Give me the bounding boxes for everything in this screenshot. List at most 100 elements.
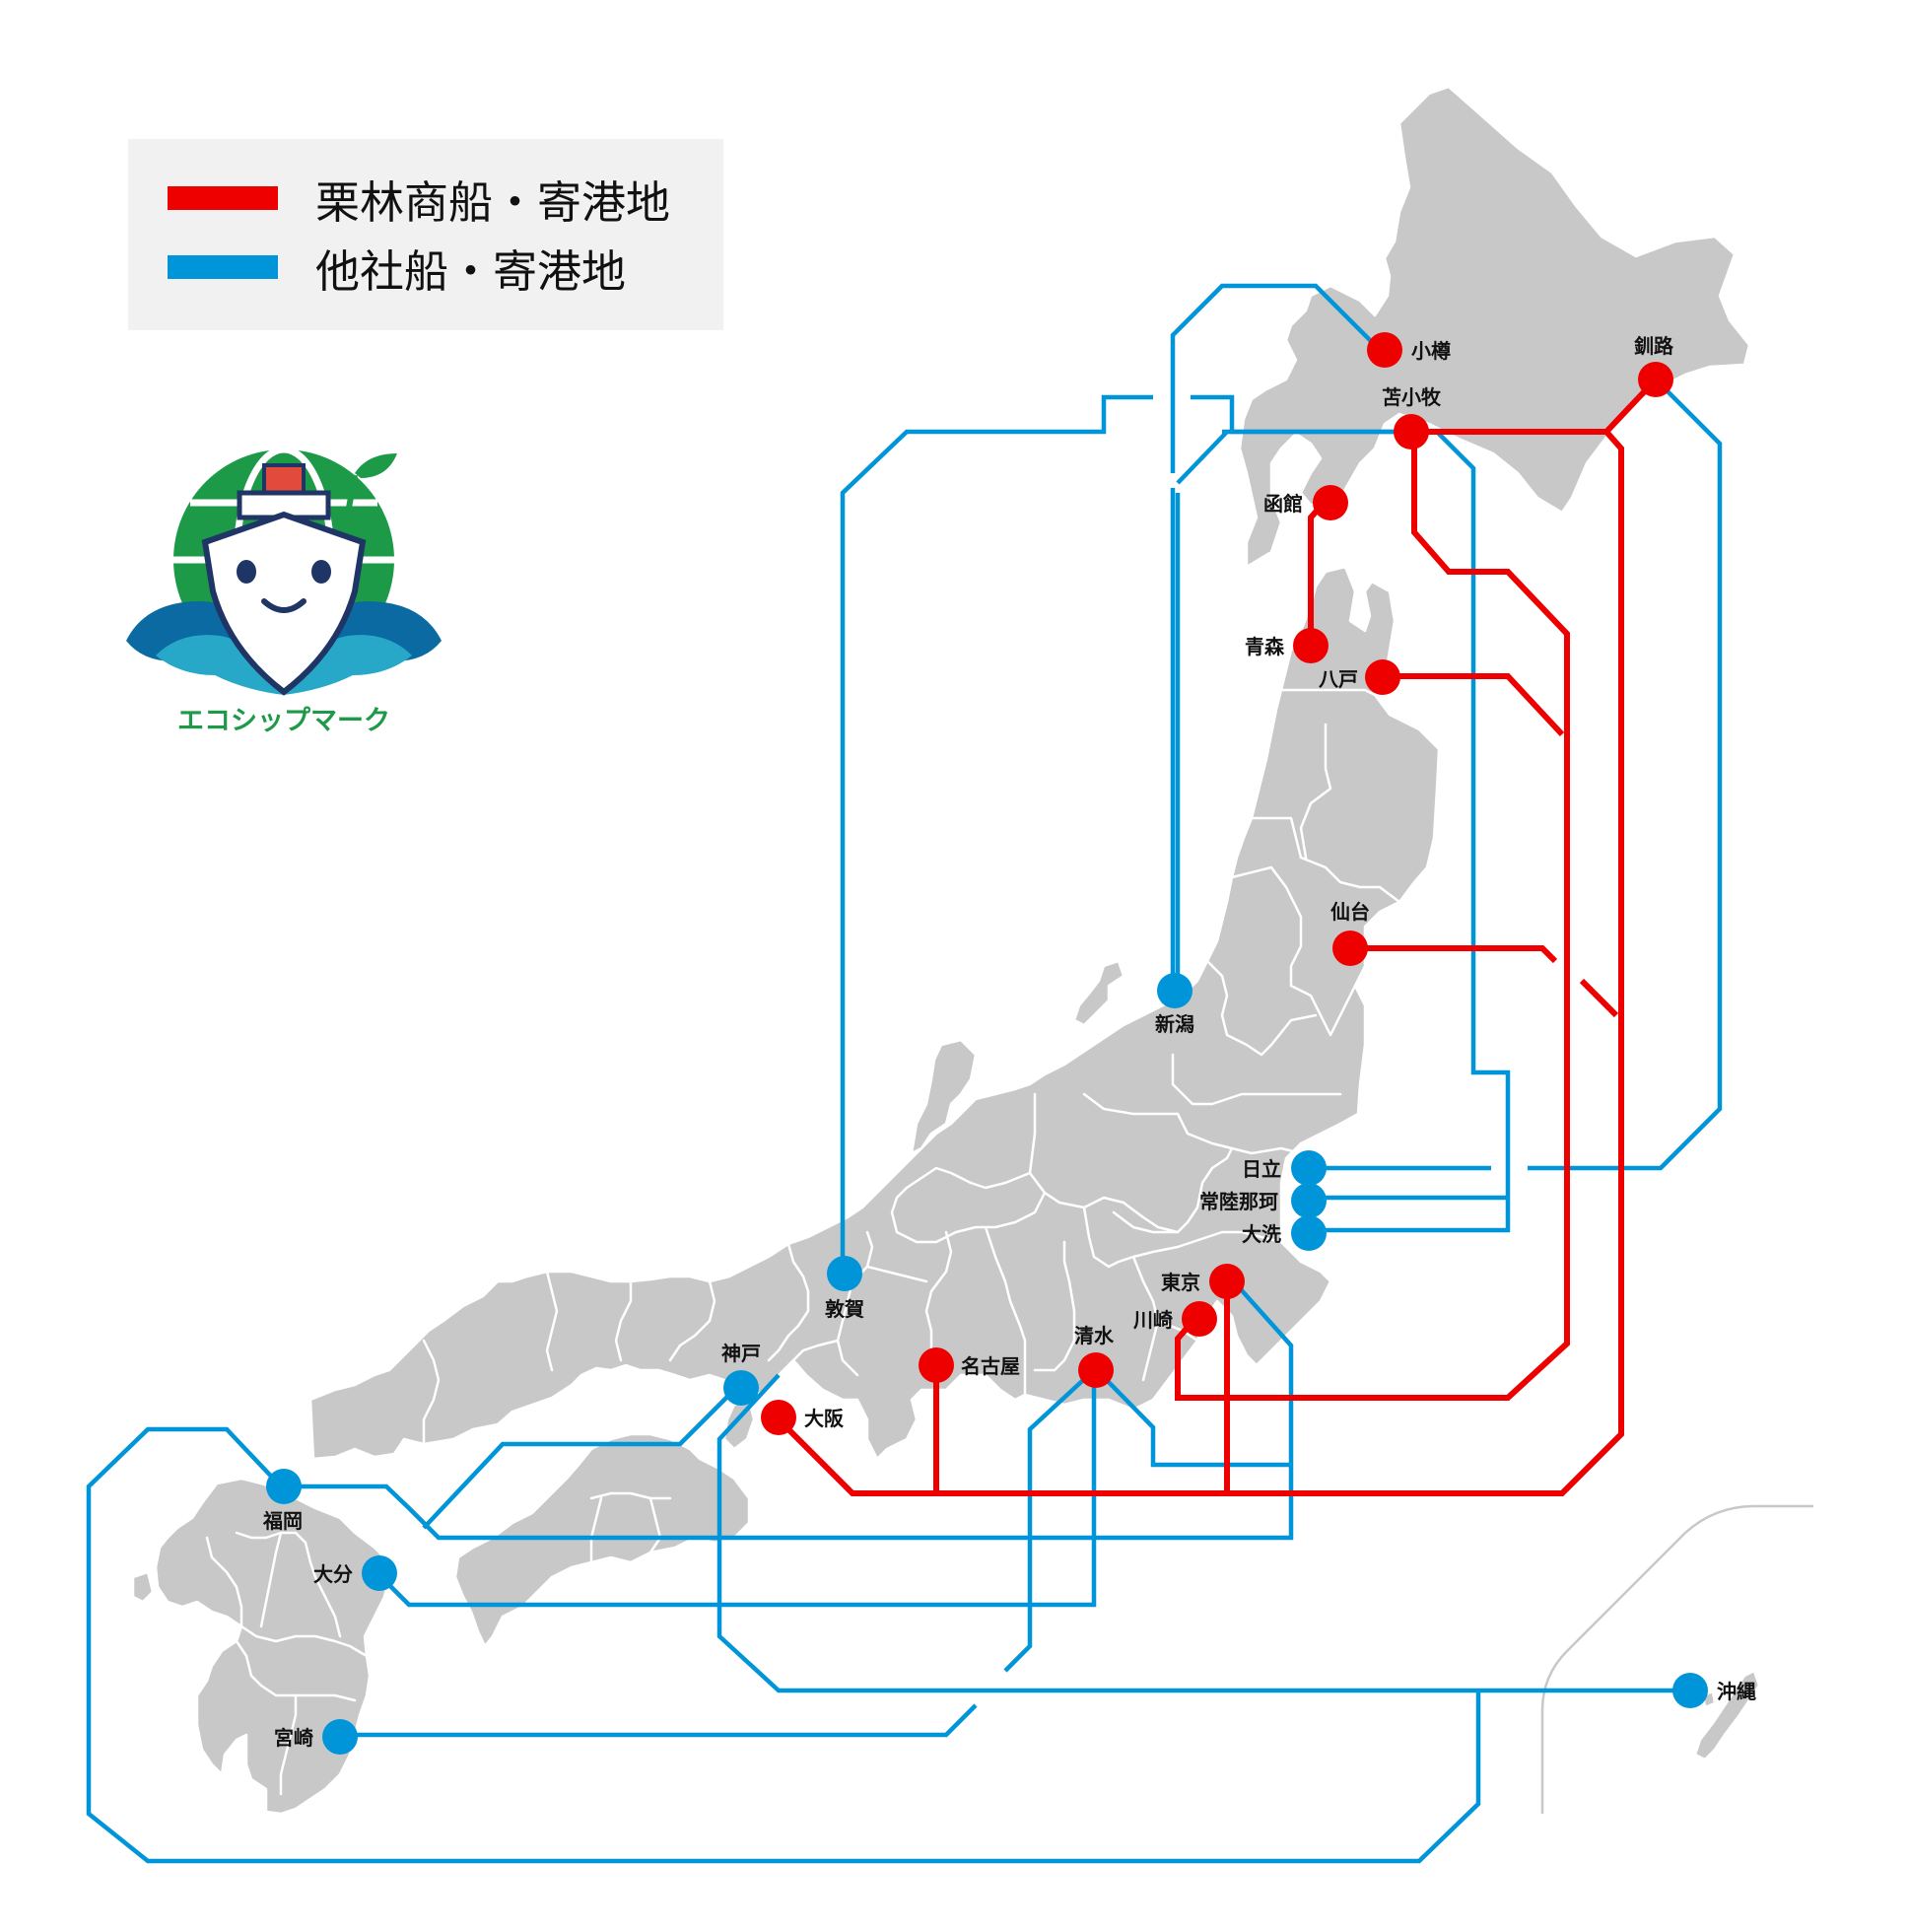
ports: 小樽 釧路 苫小牧 函館 青森 八戸 仙台 東京 川崎 清水 名古屋 大阪 新潟… [262, 332, 1756, 1755]
port-marker [1157, 973, 1192, 1008]
port-shimizu: 清水 [1074, 1324, 1115, 1388]
legend-swatch-red [168, 186, 278, 210]
port-label: 大分 [313, 1562, 353, 1586]
port-label: 仙台 [1330, 900, 1370, 924]
port-label: 苫小牧 [1382, 385, 1442, 409]
other-company-routes [86, 283, 1723, 1864]
port-miyazaki: 宮崎 [274, 1719, 358, 1755]
route-kushiro-hitachi [1306, 378, 1723, 1171]
port-osaka: 大阪 [761, 1400, 845, 1435]
honshu-tohoku [308, 565, 1441, 1461]
route-shimizu-miyazaki [340, 1368, 1096, 1738]
port-marker [362, 1555, 397, 1591]
port-marker [322, 1719, 358, 1755]
port-marker [1332, 931, 1368, 966]
port-sendai: 仙台 [1330, 900, 1370, 966]
port-hitachi: 日立 [1242, 1150, 1327, 1186]
port-marker [1209, 1264, 1245, 1299]
port-label: 新潟 [1155, 1012, 1194, 1036]
route-osaka-okinawa [716, 1373, 1690, 1693]
port-marker [266, 1469, 302, 1504]
port-label: 東京 [1161, 1271, 1200, 1294]
port-label: 大洗 [1242, 1222, 1281, 1246]
logo-caption: エコシップマーク [177, 706, 390, 736]
port-tsuruga: 敦賀 [825, 1256, 864, 1321]
route-shimizu-oita [377, 1367, 1097, 1608]
port-label: 常陸那珂 [1199, 1190, 1278, 1213]
legend: 栗林商船・寄港地 他社船・寄港地 [128, 139, 723, 330]
port-marker [919, 1347, 954, 1383]
eco-ship-mark-logo: エコシップマーク [126, 446, 442, 736]
port-oarai: 大洗 [1242, 1215, 1327, 1251]
port-marker [1291, 1150, 1327, 1186]
port-fukuoka: 福岡 [262, 1469, 303, 1533]
port-marker [1291, 1215, 1327, 1251]
route-tomakomai-south [1175, 430, 1229, 976]
legend-label: 他社船・寄港地 [315, 244, 627, 298]
port-nagoya: 名古屋 [919, 1347, 1020, 1383]
sado-island [1072, 959, 1125, 1027]
port-label: 清水 [1074, 1324, 1115, 1347]
goto-islands [131, 1570, 155, 1604]
route-hachinohe [1380, 673, 1565, 737]
port-kushiro: 釧路 [1634, 334, 1674, 397]
port-label: 名古屋 [961, 1354, 1020, 1378]
port-okinawa: 沖縄 [1672, 1673, 1756, 1708]
port-label: 川崎 [1132, 1308, 1173, 1332]
legend-label: 栗林商船・寄港地 [315, 175, 671, 229]
route-otaru-niigata [1170, 283, 1382, 976]
route-kobe-fukuoka [422, 1383, 741, 1530]
noto-peninsula [910, 1038, 978, 1155]
port-label: 釧路 [1634, 334, 1674, 358]
port-label: 小樽 [1411, 339, 1451, 363]
shikoku [453, 1432, 751, 1648]
route-fukuoka-loop [86, 1426, 1481, 1864]
port-marker [1182, 1301, 1217, 1337]
port-marker [1293, 628, 1329, 663]
route-sendai [1350, 945, 1619, 1018]
port-marker [1367, 332, 1402, 368]
port-marker [1078, 1352, 1114, 1388]
port-marker [1638, 362, 1673, 397]
port-marker [1394, 414, 1429, 449]
port-label: 青森 [1245, 635, 1285, 658]
port-hachinohe: 八戸 [1319, 659, 1400, 695]
port-marker [723, 1370, 759, 1406]
port-marker [1291, 1183, 1327, 1218]
port-marker [1672, 1673, 1708, 1708]
port-label: 宮崎 [274, 1726, 313, 1750]
port-marker [761, 1400, 796, 1435]
port-kobe: 神戸 [721, 1342, 761, 1406]
port-hitachinaka: 常陸那珂 [1199, 1183, 1327, 1218]
port-label: 函館 [1263, 492, 1303, 516]
port-label: 神戸 [721, 1342, 761, 1365]
port-otaru: 小樽 [1367, 332, 1451, 368]
port-marker [827, 1256, 862, 1291]
port-aomori: 青森 [1245, 628, 1329, 663]
port-label: 大阪 [804, 1407, 845, 1430]
okinawa-inset-guide [1540, 1504, 1813, 1814]
port-label: 福岡 [262, 1509, 303, 1533]
legend-item-kuribayashi: 栗林商船・寄港地 [168, 169, 671, 229]
route-tomakomai-tokyo [1175, 432, 1570, 1401]
legend-item-other: 他社船・寄港地 [168, 238, 627, 298]
port-niigata: 新潟 [1155, 973, 1194, 1036]
port-label: 日立 [1242, 1157, 1281, 1181]
port-tomakomai: 苫小牧 [1382, 385, 1442, 449]
okinawa-island [1693, 1669, 1761, 1761]
legend-swatch-blue [168, 255, 278, 279]
prefecture-borders [205, 437, 1461, 1796]
port-label: 沖縄 [1717, 1680, 1756, 1703]
kuribayashi-routes [776, 377, 1659, 1496]
port-marker [1313, 485, 1348, 520]
port-label: 敦賀 [825, 1297, 864, 1321]
route-tokyo-kobe [281, 1277, 1294, 1541]
route-shimizu-east [1092, 1365, 1291, 1468]
port-kawasaki: 川崎 [1132, 1301, 1217, 1337]
route-tomakomai-osaka [776, 430, 1624, 1496]
port-tokyo: 東京 [1161, 1264, 1245, 1299]
port-label: 八戸 [1319, 667, 1358, 691]
port-hakodate: 函館 [1263, 485, 1348, 520]
